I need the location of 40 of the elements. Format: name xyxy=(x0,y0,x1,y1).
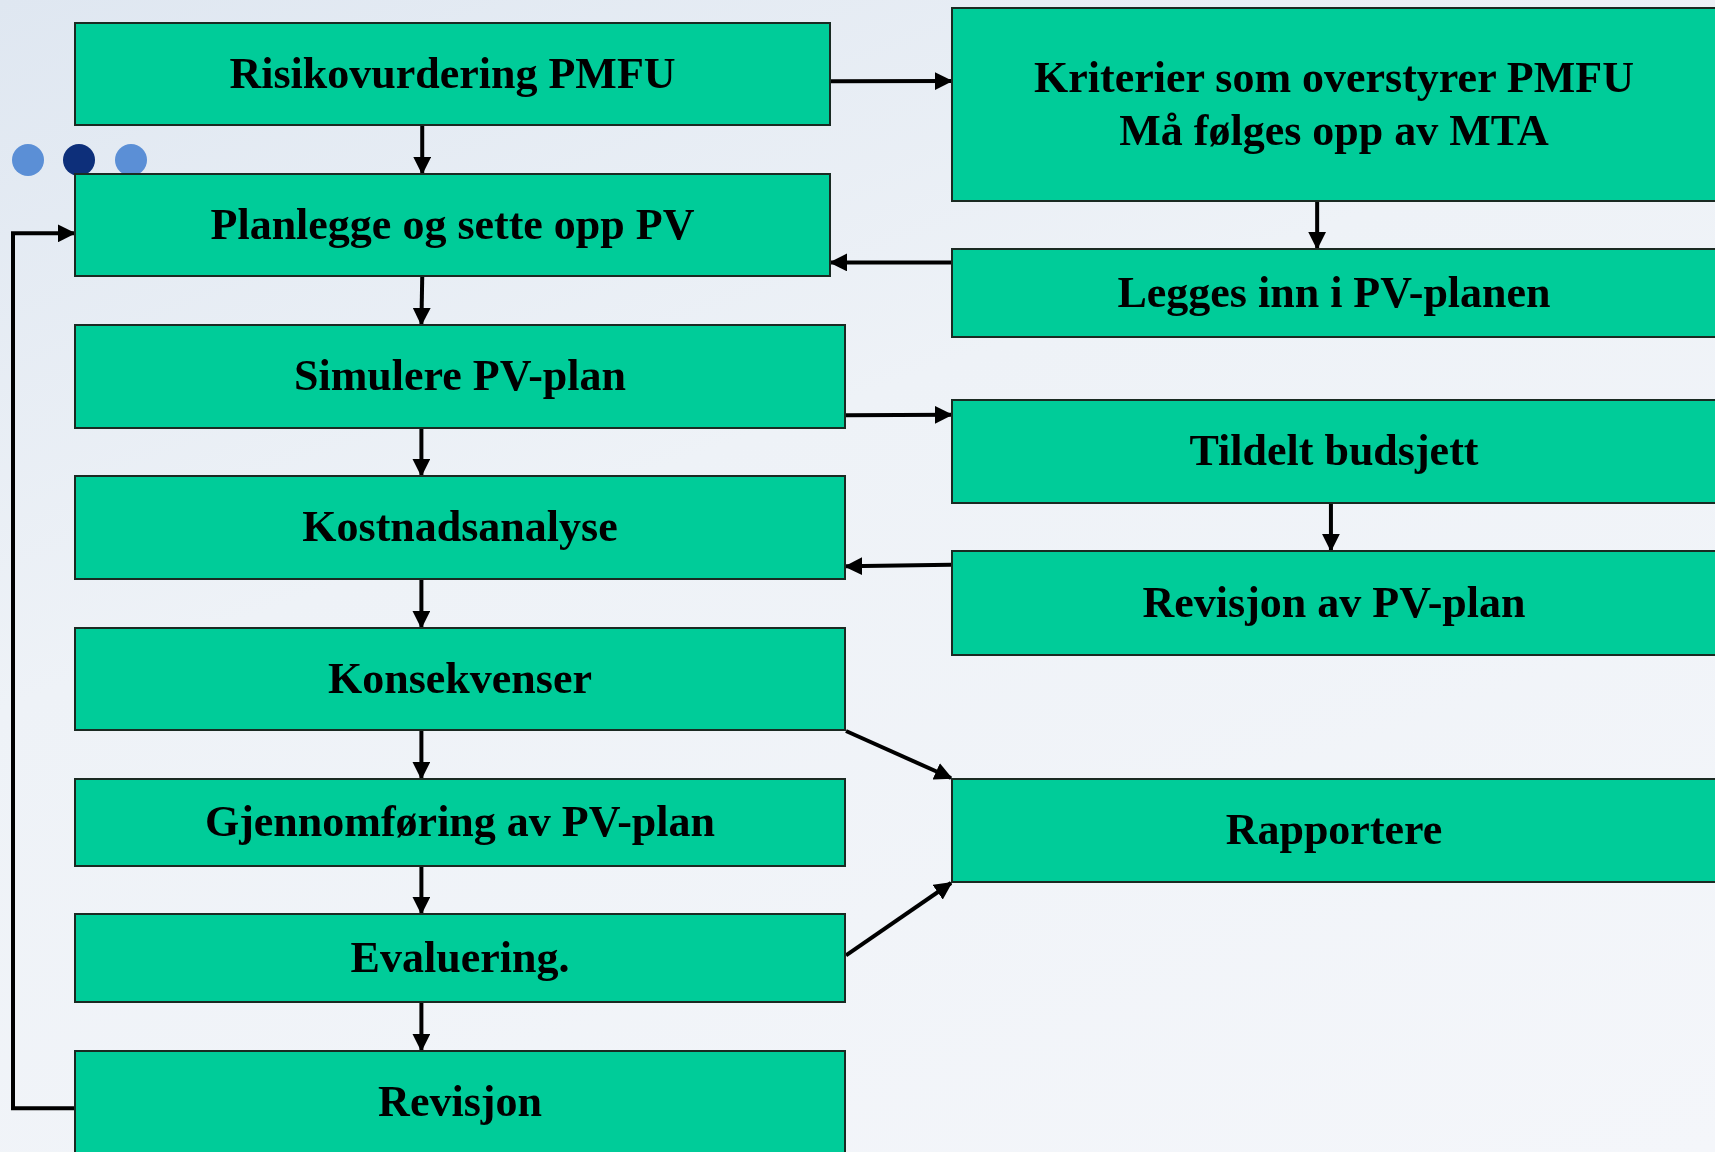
arrow xyxy=(412,867,431,915)
box-label: Konsekvenser xyxy=(328,652,592,705)
box-label: Må følges opp av MTA xyxy=(1119,104,1549,157)
process-box xyxy=(74,627,846,731)
process-box xyxy=(74,324,846,429)
box-label: Kostnadsanalyse xyxy=(302,501,618,554)
box-label: Revisjon xyxy=(378,1075,542,1128)
process-box xyxy=(74,778,846,867)
box-label: Legges inn i PV-planen xyxy=(1117,266,1551,319)
box-label: Tildelt budsjett xyxy=(1189,425,1479,478)
arrow xyxy=(831,72,953,91)
process-box xyxy=(951,399,1715,504)
box-label: Kriterier som overstyrer PMFU xyxy=(1034,51,1634,104)
arrow xyxy=(413,126,432,175)
arrow xyxy=(1308,202,1327,250)
box-label: Evaluering. xyxy=(350,931,570,984)
process-box xyxy=(951,248,1715,338)
process-box xyxy=(74,22,831,126)
arrow xyxy=(11,224,76,1111)
arrow xyxy=(412,276,431,326)
box-label: Revisjon av PV-plan xyxy=(1142,576,1526,629)
arrow xyxy=(412,580,431,629)
arrow xyxy=(846,405,953,424)
box-label: Gjennomføring av PV-plan xyxy=(204,796,716,849)
arrow xyxy=(412,731,431,780)
process-box xyxy=(951,778,1715,883)
arrow xyxy=(412,1003,431,1052)
process-box xyxy=(74,475,846,580)
process-box xyxy=(951,550,1715,656)
box-label: Planlegge og sette opp PV xyxy=(210,198,695,251)
process-box xyxy=(74,173,831,277)
process-box xyxy=(951,7,1715,202)
arrow xyxy=(412,429,431,477)
arrow xyxy=(1321,504,1340,552)
arrow xyxy=(845,729,953,780)
process-box xyxy=(74,913,846,1003)
box-label: Rapportere xyxy=(1225,804,1443,857)
box-label: Risikovurdering PMFU xyxy=(229,47,676,100)
box-label: Simulere PV-plan xyxy=(293,350,626,403)
process-box xyxy=(74,1050,846,1152)
